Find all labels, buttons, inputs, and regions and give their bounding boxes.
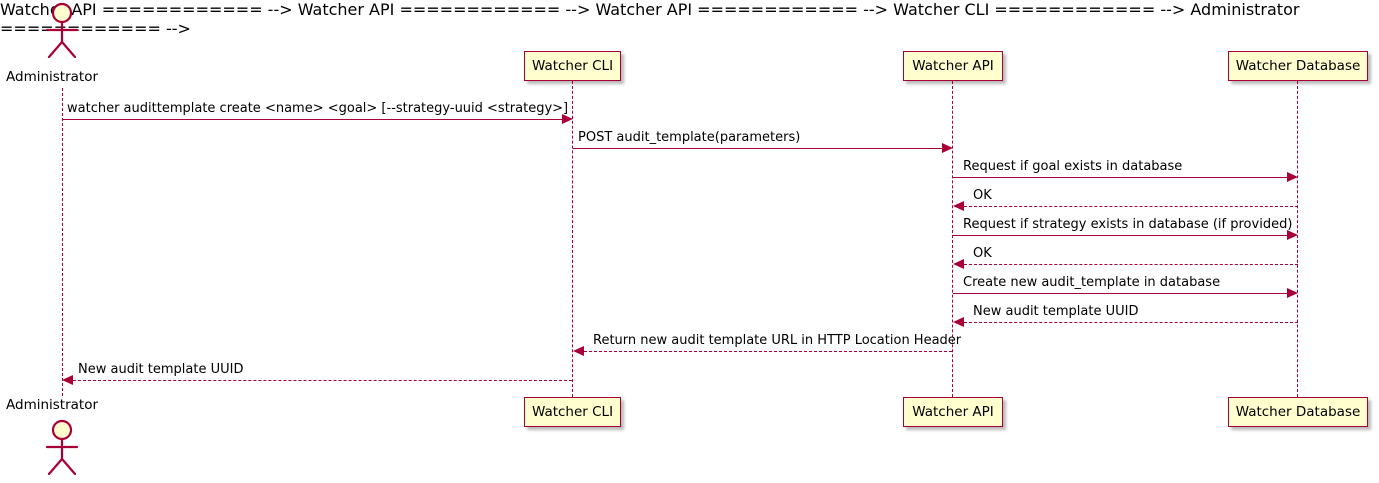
lifeline-watcher-cli <box>572 81 573 397</box>
message-label-9: Return new audit template URL in HTTP Lo… <box>593 333 962 348</box>
message-label-10: New audit template UUID <box>78 362 244 377</box>
message-line-10 <box>73 380 572 381</box>
message-line-8 <box>964 322 1298 323</box>
actor-administrator-top <box>45 2 79 58</box>
message-arrowhead-3 <box>1287 172 1298 182</box>
participant-box-watcher-cli-top[interactable]: Watcher CLI <box>524 51 621 81</box>
message-arrowhead-8 <box>953 317 964 327</box>
actor-administrator-bottom <box>45 419 79 475</box>
message-arrowhead-4 <box>953 201 964 211</box>
actor-label-administrator-bottom: Administrator <box>6 397 99 413</box>
participant-box-watcher-database-bottom[interactable]: Watcher Database <box>1228 397 1368 427</box>
message-label-4: OK <box>973 188 992 203</box>
participant-box-watcher-api-bottom[interactable]: Watcher API <box>903 397 1003 427</box>
actor-label-administrator-top: Administrator <box>6 69 99 85</box>
message-label-7: Create new audit_template in database <box>963 275 1221 290</box>
message-line-6 <box>964 264 1298 265</box>
message-arrowhead-5 <box>1287 230 1298 240</box>
message-arrowhead-1 <box>562 114 573 124</box>
lifeline-watcher-api <box>952 81 953 397</box>
message-line-2 <box>573 148 946 149</box>
message-arrowhead-7 <box>1287 288 1298 298</box>
message-line-9 <box>584 351 952 352</box>
participant-box-watcher-cli-bottom[interactable]: Watcher CLI <box>524 397 621 427</box>
message-label-5: Request if strategy exists in database (… <box>963 217 1293 232</box>
message-label-3: Request if goal exists in database <box>963 159 1183 174</box>
participant-box-watcher-api-top[interactable]: Watcher API <box>903 51 1003 81</box>
message-label-8: New audit template UUID <box>973 304 1139 319</box>
message-arrowhead-6 <box>953 259 964 269</box>
message-arrowhead-9 <box>573 346 584 356</box>
participant-box-watcher-database-top[interactable]: Watcher Database <box>1228 51 1368 81</box>
message-line-4 <box>964 206 1298 207</box>
message-line-3 <box>953 177 1291 178</box>
message-line-7 <box>953 293 1291 294</box>
message-arrowhead-10 <box>62 375 73 385</box>
message-line-1 <box>62 119 566 120</box>
message-line-5 <box>953 235 1291 236</box>
message-label-2: POST audit_template(parameters) <box>578 130 801 145</box>
message-label-6: OK <box>973 246 992 261</box>
message-label-1: watcher audittemplate create <name> <goa… <box>67 101 569 116</box>
lifeline-administrator <box>62 88 63 396</box>
message-arrowhead-2 <box>942 143 953 153</box>
